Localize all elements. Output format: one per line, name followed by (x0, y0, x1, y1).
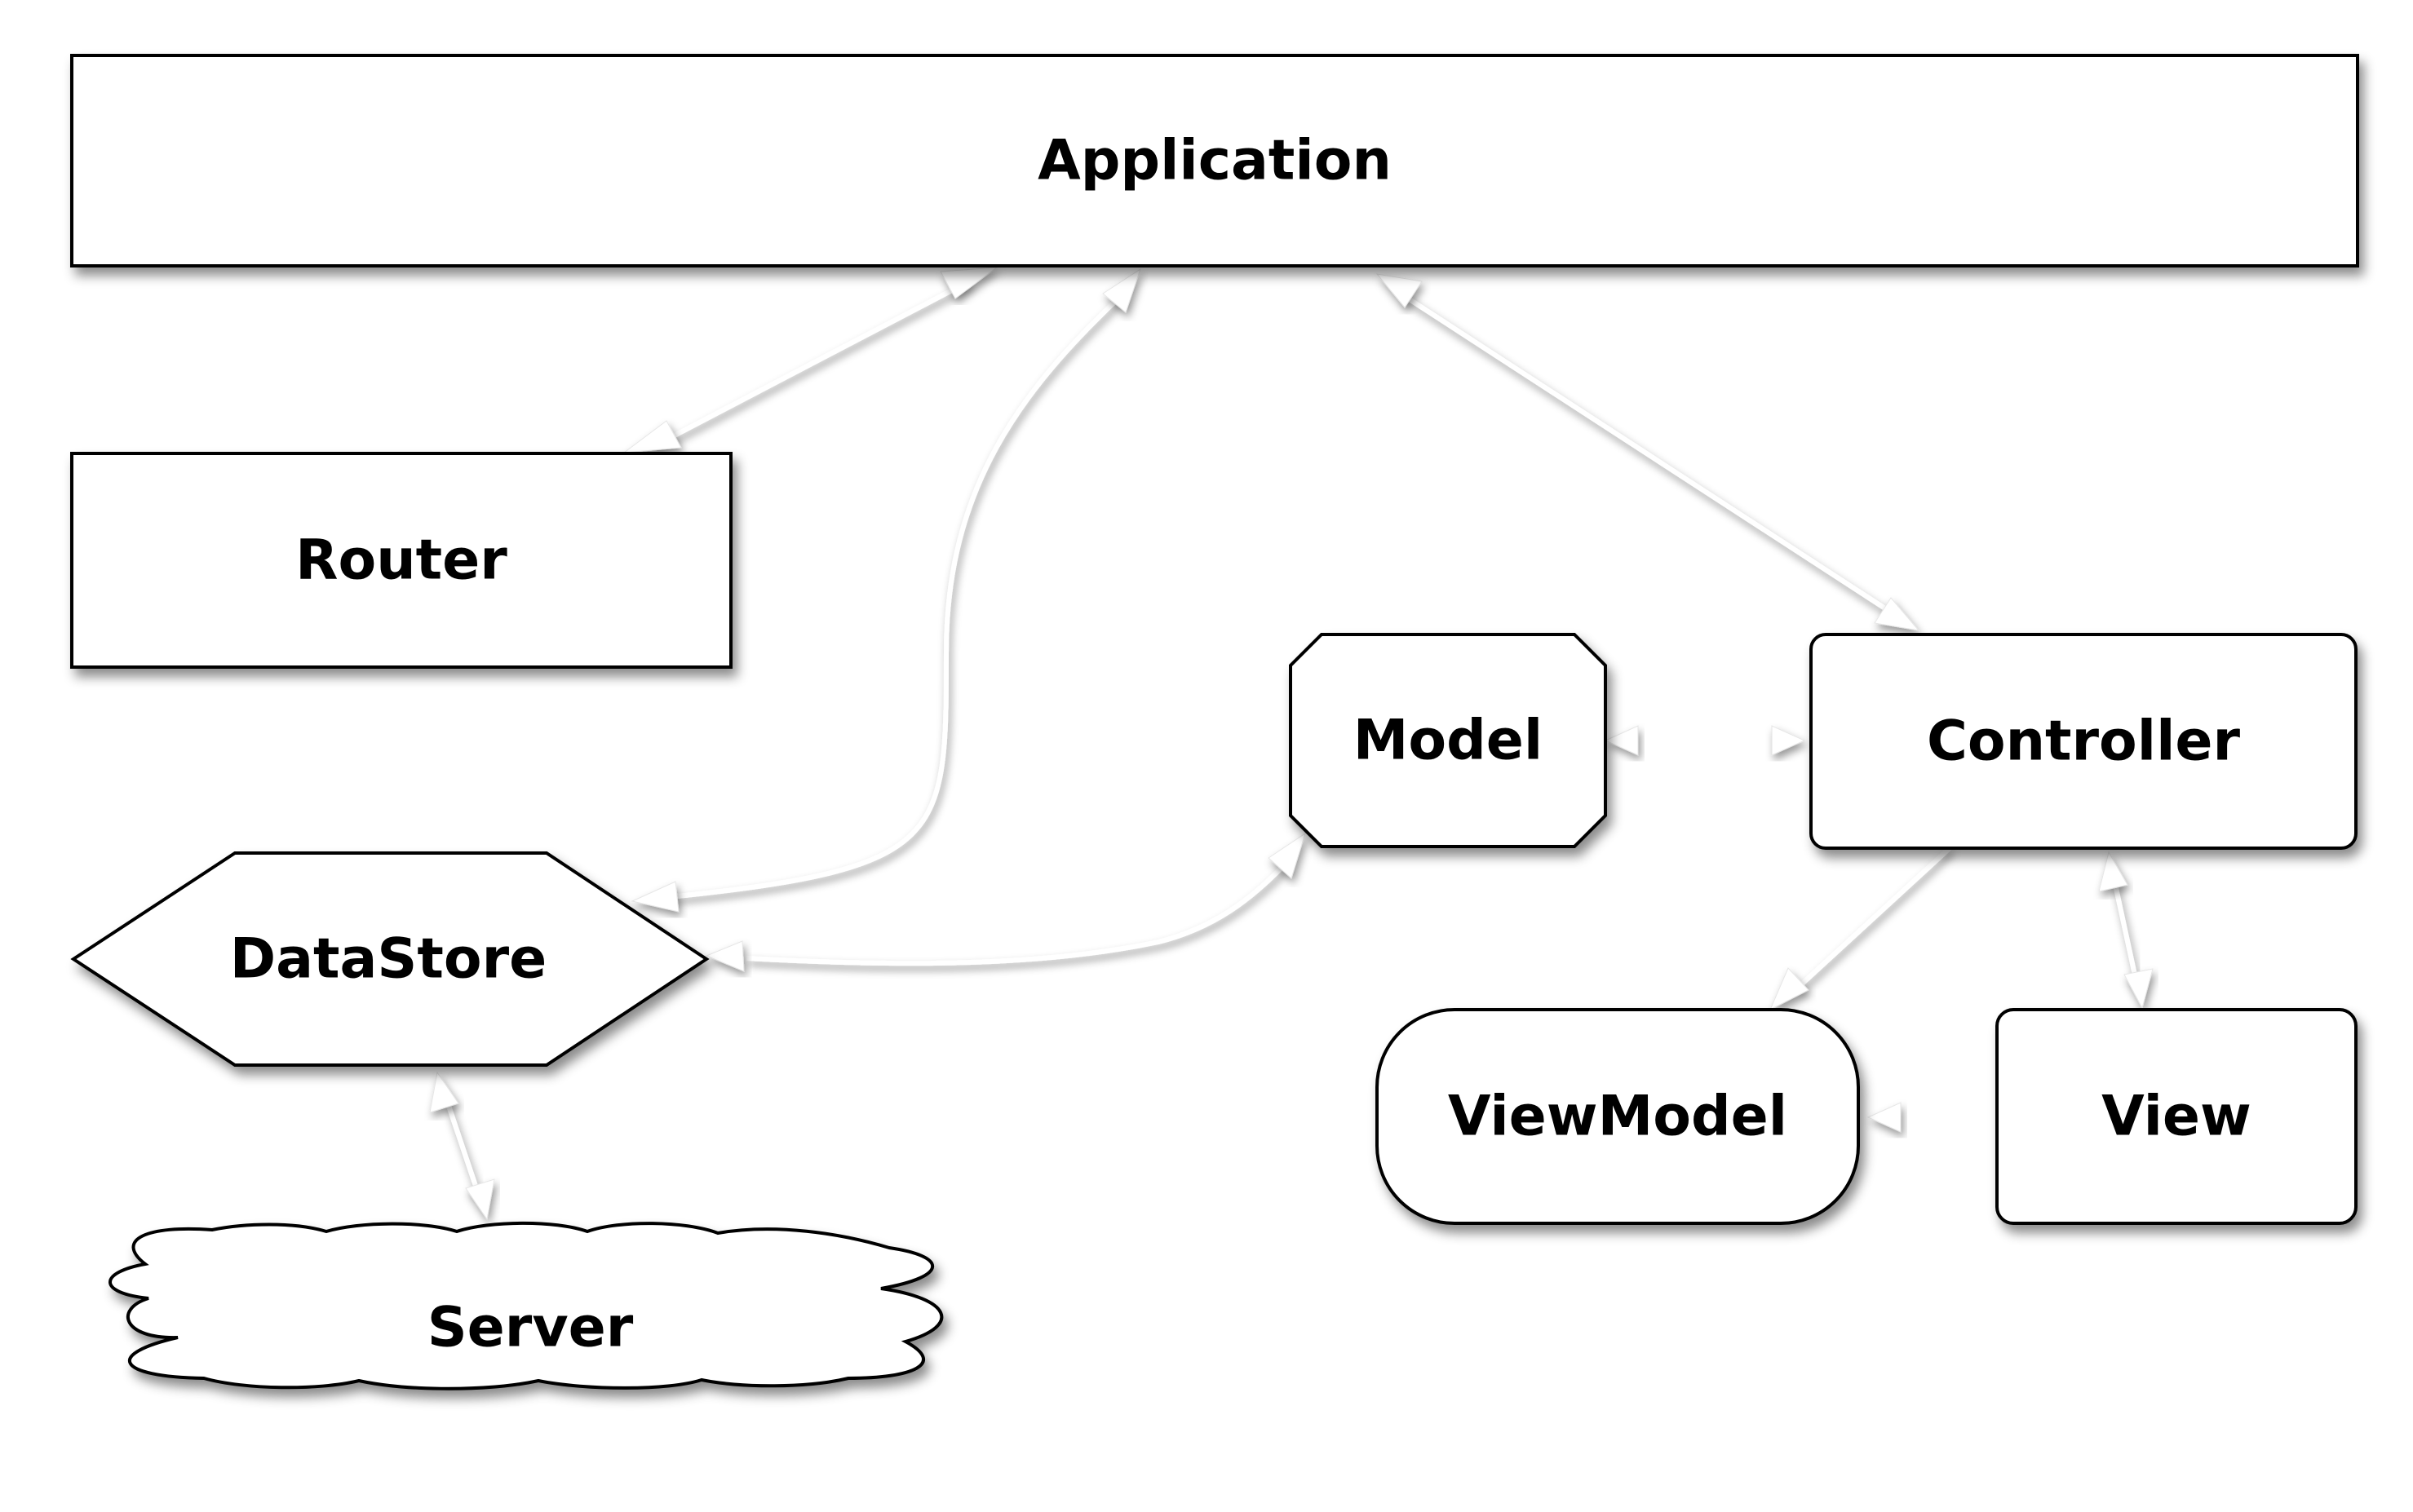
server-cloud (108, 1221, 944, 1390)
viewmodel-label: ViewModel (1448, 1085, 1787, 1149)
connector-line (651, 279, 971, 449)
connector-line (746, 862, 1287, 966)
connector-line (445, 1100, 480, 1191)
arrowhead (705, 940, 745, 972)
controller-box (1809, 633, 2358, 850)
arrowhead (1375, 273, 1423, 308)
connector-line (668, 293, 1124, 900)
arrowhead (2098, 851, 2128, 892)
edge-model-controller (1604, 725, 1806, 756)
datastore-hexagon (70, 851, 710, 1067)
arrowhead (429, 1071, 459, 1113)
arrowhead (1771, 725, 1806, 756)
router-box (70, 452, 733, 669)
node-server[interactable]: Server (108, 1221, 944, 1390)
arrowhead (622, 420, 682, 453)
view-box (1995, 1008, 2358, 1225)
edge-controller-viewmodel (1769, 846, 1952, 1011)
edge-datastore-server (429, 1071, 495, 1221)
node-model[interactable]: Model (1289, 633, 1607, 848)
edge-datastore-application (631, 267, 1141, 913)
controller-label: Controller (1927, 710, 2241, 774)
node-router[interactable]: Router (70, 452, 733, 669)
connector-line (1401, 293, 1894, 616)
node-application[interactable]: Application (70, 54, 2359, 267)
model-label: Model (1353, 709, 1543, 773)
arrowhead (1268, 832, 1306, 879)
view-label: View (2101, 1085, 2251, 1149)
application-box (70, 54, 2359, 267)
server-label: Server (427, 1296, 634, 1360)
connectors (429, 267, 2154, 1221)
arrowhead (465, 1178, 495, 1221)
arrowhead (1102, 267, 1141, 313)
datastore-label: DataStore (230, 927, 547, 992)
node-viewmodel[interactable]: ViewModel (1375, 1008, 1860, 1225)
viewmodel-pill (1375, 1008, 1860, 1225)
edge-router-application (622, 267, 998, 453)
arrowhead (1874, 597, 1920, 631)
arrowhead (1866, 1102, 1902, 1133)
router-label: Router (295, 528, 507, 593)
edge-controller-application (1375, 273, 1920, 631)
node-view[interactable]: View (1995, 1008, 2358, 1225)
node-datastore[interactable]: DataStore (70, 851, 710, 1067)
connector-line (2112, 880, 2138, 979)
arrowhead (2123, 968, 2154, 1010)
arrowhead (631, 881, 680, 913)
edge-datastore-model (705, 832, 1306, 972)
edge-view-viewmodel (1866, 1102, 2000, 1133)
model-octagon (1289, 633, 1607, 848)
node-controller[interactable]: Controller (1809, 633, 2358, 850)
arrowhead (1769, 967, 1809, 1011)
connector-line (1796, 846, 1952, 989)
arrowhead (1604, 725, 1639, 756)
edge-controller-view (2098, 851, 2154, 1010)
application-label: Application (1038, 129, 1392, 193)
arrowhead (940, 267, 998, 299)
